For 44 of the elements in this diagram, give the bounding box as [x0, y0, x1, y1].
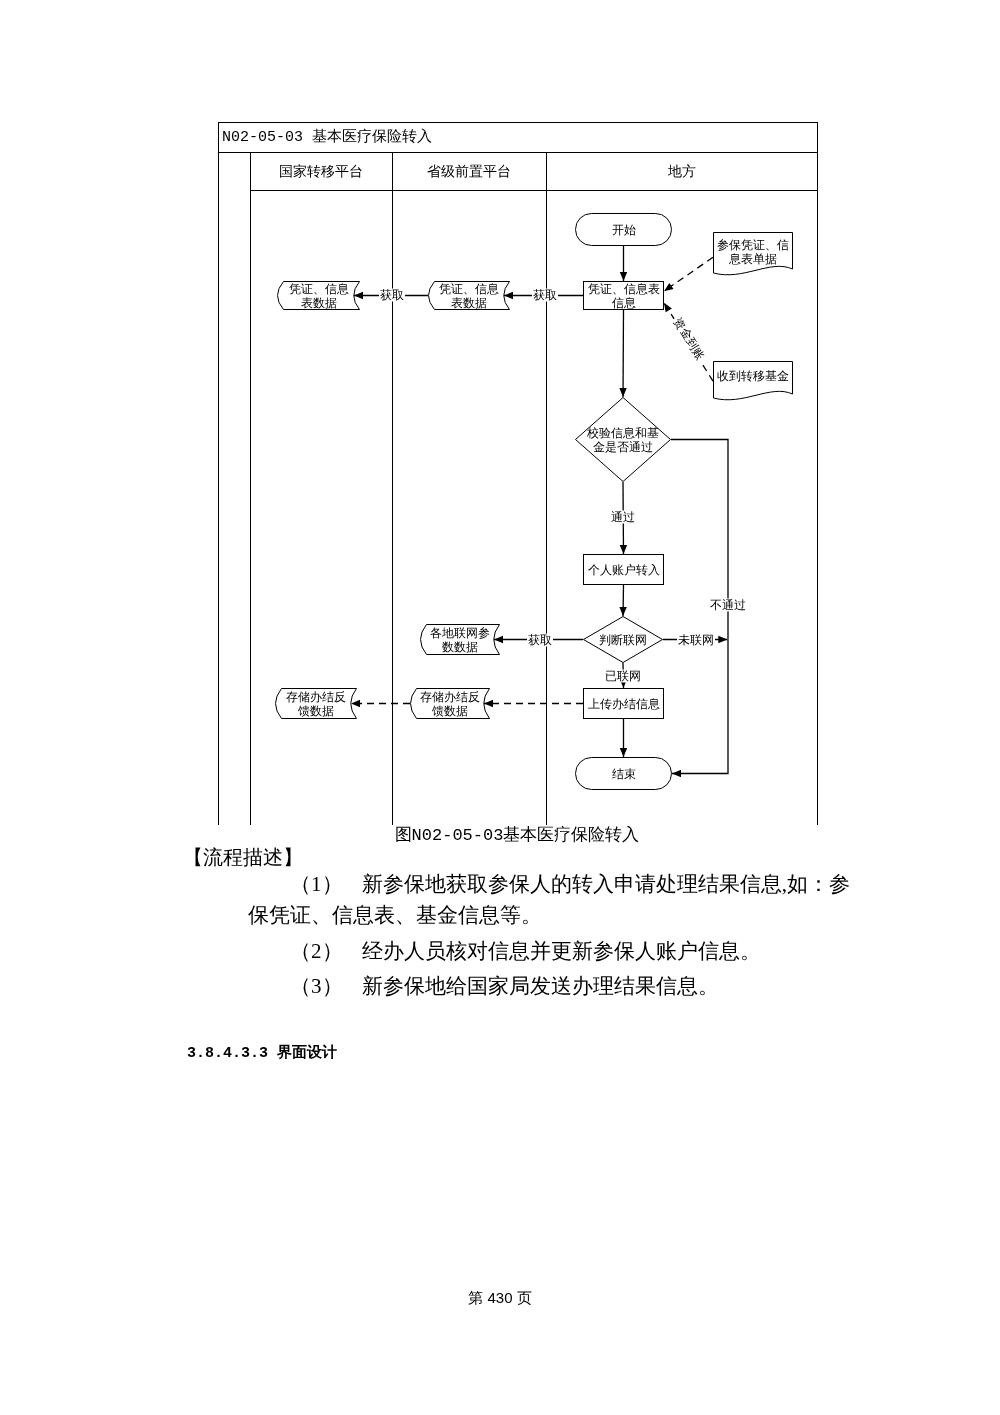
process-box: 凭证、信息表信息: [583, 281, 664, 310]
process-box: 上传办结信息: [583, 688, 664, 719]
dashed-arrow: [483, 699, 584, 708]
list-item: （2） 经办人员核对信息并更新参保人账户信息。: [289, 938, 761, 965]
section-label: 【流程描述】: [183, 847, 303, 868]
data-store-shape: 凭证、信息表数据: [277, 281, 360, 310]
dashed-arrow: [350, 699, 411, 708]
swimlane-pool: [218, 122, 818, 825]
document-shape: 参保凭证、信息表单据: [713, 232, 793, 278]
arrow: [619, 309, 627, 398]
edge-label: 获取: [379, 288, 405, 302]
edge-label: 获取: [532, 288, 558, 302]
edge-label: 资金到账: [670, 314, 708, 364]
connector-line: [670, 438, 729, 641]
decision-diamond: 判断联网: [583, 616, 663, 663]
arrow: [671, 638, 729, 778]
pool-title: N02-05-03 基本医疗保险转入: [218, 122, 818, 153]
swimlane-lane: [250, 153, 392, 825]
arrow: [619, 584, 627, 617]
process-box: 个人账户转入: [583, 554, 664, 585]
section-heading: 3.8.4.3.3 界面设计: [187, 1044, 337, 1064]
list-item: （1） 新参保地获取参保人的转入申请处理结果信息,如：参保凭证、信息表、基金信息等。: [248, 871, 851, 929]
edge-label: 已联网: [604, 669, 642, 682]
edge-label: 获取: [527, 633, 553, 646]
lane-header: 省级前置平台: [392, 153, 546, 191]
decision-diamond: 校验信息和基金是否通过: [575, 397, 671, 482]
edge-label: 通过: [610, 510, 636, 524]
edge-label: 不通过: [709, 598, 747, 612]
terminator-box: 结束: [575, 757, 672, 790]
lane-header: 地方: [546, 153, 818, 191]
data-store-shape: 存储办结反馈数据: [275, 688, 357, 719]
page-number: 第 430 页: [468, 1288, 532, 1308]
lane-header: 国家转移平台: [250, 153, 392, 191]
edge-label: 未联网: [677, 633, 715, 646]
terminator-box: 开始: [575, 213, 672, 246]
dashed-arrow: [663, 256, 714, 292]
arrow: [619, 245, 628, 282]
document-shape: 收到转移基金: [713, 361, 793, 403]
data-store-shape: 各地联网参数数据: [420, 624, 500, 655]
figure-caption: 图N02-05-03基本医疗保险转入: [394, 826, 640, 846]
data-store-shape: 凭证、信息表数据: [428, 281, 510, 310]
list-item: （3） 新参保地给国家局发送办理结果信息。: [289, 973, 719, 1000]
data-store-shape: 存储办结反馈数据: [410, 688, 490, 719]
arrow: [619, 718, 628, 758]
